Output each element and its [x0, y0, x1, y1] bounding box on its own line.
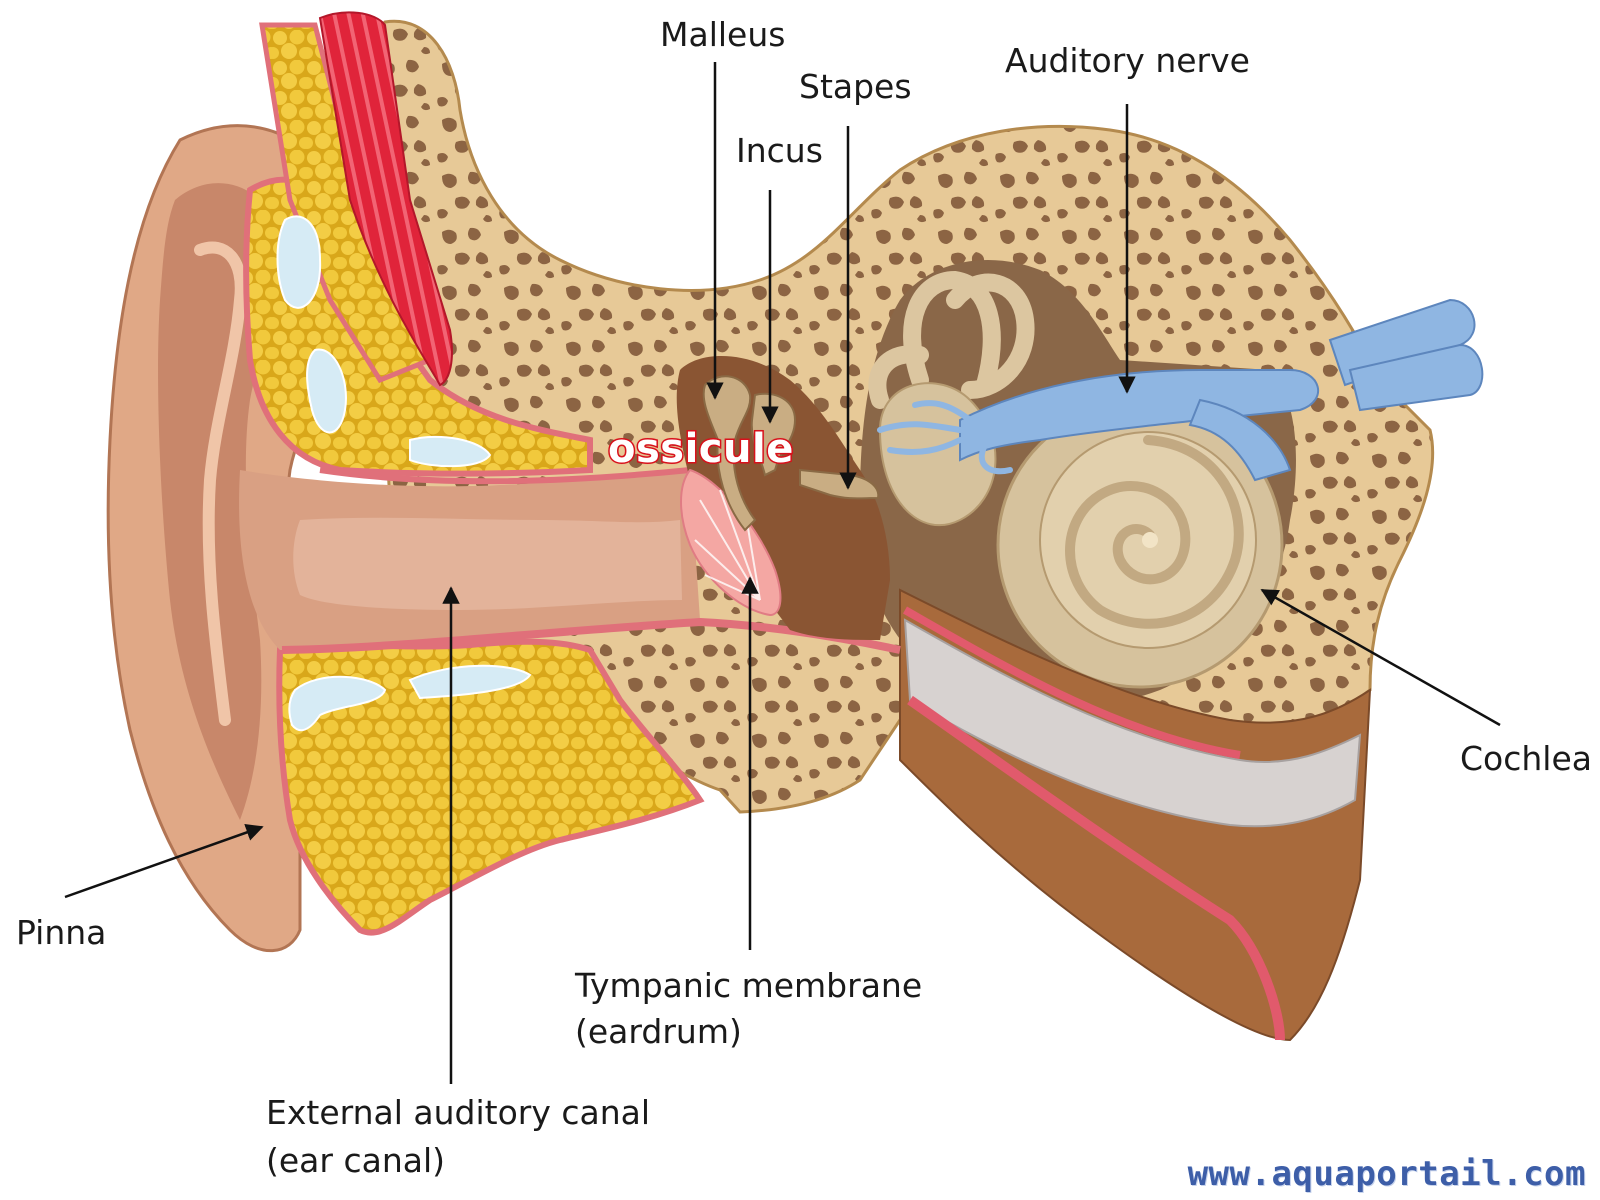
label-incus: Incus	[736, 131, 823, 170]
nerve-fibres	[877, 400, 1013, 475]
watermark: www.aquaportail.com	[1187, 1154, 1586, 1194]
label-malleus: Malleus	[660, 15, 786, 54]
label-pinna: Pinna	[16, 913, 107, 952]
auditory-nerve	[959, 298, 1484, 482]
pinna-pointer	[64, 824, 264, 899]
label-external-auditory-canal: External auditory canal	[266, 1093, 651, 1132]
lower-fat	[276, 638, 705, 936]
label-tympanic-membrane: Tympanic membrane	[575, 966, 923, 1005]
label-cochlea: Cochlea	[1460, 739, 1592, 778]
label-stapes: Stapes	[799, 67, 912, 106]
label-eardrum: (eardrum)	[575, 1012, 742, 1051]
malleus-bone	[702, 375, 757, 532]
semicircular-canals	[868, 270, 1035, 409]
label-ear-canal: (ear canal)	[266, 1141, 446, 1180]
pointer-lines	[64, 62, 1501, 1084]
muscle	[318, 11, 453, 387]
stapes-bone	[799, 468, 880, 500]
upper-cartilage	[276, 215, 492, 468]
label-ossicule: ossicule	[607, 425, 795, 474]
cochlea-spiral	[996, 401, 1284, 689]
label-auditory-nerve: Auditory nerve	[1005, 41, 1250, 80]
cochlea-pointer	[1260, 588, 1501, 727]
